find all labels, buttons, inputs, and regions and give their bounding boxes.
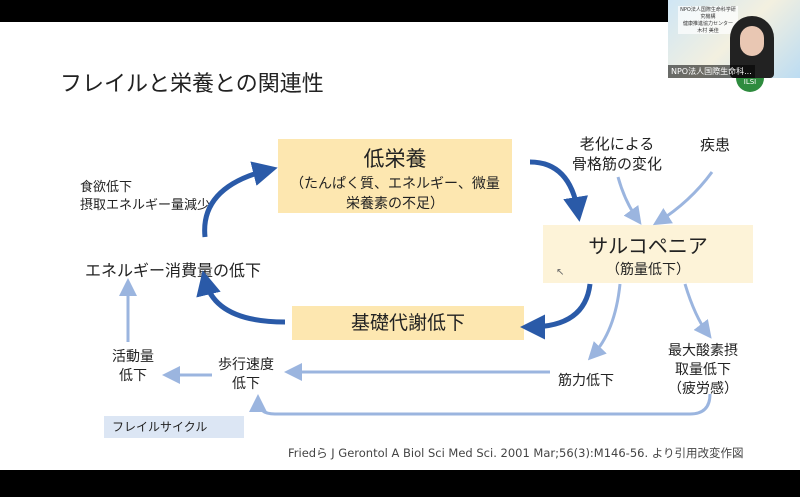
- activity-label: 活動量 低下: [112, 348, 154, 386]
- ilsi-logo: ILSI: [736, 78, 764, 92]
- participant-video[interactable]: NPO法人国際生命科学研究機構 健康推進協力センター 木村 美佳 NPO法人国際…: [668, 0, 800, 78]
- diagram-arrows: [119, 159, 714, 416]
- aging-line2: 骨格筋の変化: [572, 155, 663, 173]
- participant-name: NPO法人国際生命科...: [668, 65, 755, 78]
- activity-line1: 活動量: [112, 349, 154, 365]
- arrow-malnutrition-sarcopenia: [529, 159, 588, 222]
- vo2-line1: 最大酸素摂: [668, 343, 738, 359]
- walking-label: 歩行速度 低下: [218, 356, 274, 394]
- walking-line2: 低下: [232, 376, 260, 392]
- frailty-cycle-label: フレイルサイクル: [104, 416, 244, 438]
- appetite-line2: 摂取エネルギー量減少: [80, 198, 211, 213]
- appetite-label: 食欲低下 摂取エネルギー量減少: [80, 179, 210, 215]
- video-banner: NPO法人国際生命科学研究機構 健康推進協力センター 木村 美佳: [678, 6, 738, 34]
- arrow-sarcopenia-vo2: [683, 283, 712, 339]
- malnutrition-title: 低栄養: [363, 147, 427, 171]
- arrow-energy-malnutrition: [202, 161, 278, 238]
- banner-line2: 健康推進協力センター: [682, 21, 733, 27]
- sarcopenia-box: サルコペニア （筋量低下）: [543, 225, 753, 283]
- mouse-cursor: ↖: [556, 267, 565, 278]
- slide-title: フレイルと栄養との関連性: [60, 72, 324, 97]
- vo2-line3: （疲労感）: [668, 381, 738, 397]
- aging-label: 老化による 骨格筋の変化: [572, 134, 662, 174]
- arrow-sarcopenia-basal: [520, 283, 593, 340]
- aging-line1: 老化による: [579, 135, 655, 153]
- citation: Friedら J Gerontol A Biol Sci Med Sci. 20…: [288, 446, 744, 460]
- walking-line1: 歩行速度: [218, 357, 274, 373]
- strength-label: 筋力低下: [558, 373, 614, 389]
- malnutrition-line1: （たんぱく質、エネルギー、微量: [290, 176, 500, 192]
- basal-metabolism-box: 基礎代謝低下: [292, 306, 524, 340]
- malnutrition-box: 低栄養 （たんぱく質、エネルギー、微量 栄養素の不足）: [278, 139, 512, 213]
- sarcopenia-sub: （筋量低下）: [606, 262, 690, 278]
- arrow-vo2-walking: [249, 393, 712, 416]
- vo2-label: 最大酸素摂 取量低下 （疲労感）: [668, 342, 738, 399]
- disease-label: 疾患: [700, 136, 731, 154]
- arrow-sarcopenia-strength: [587, 283, 622, 361]
- arrow-aging-sarcopenia: [616, 176, 642, 225]
- appetite-line1: 食欲低下: [80, 180, 133, 195]
- presentation-slide: フレイルと栄養との関連性 低栄養 （たんぱく質、エネルギー、微量 栄養素の不足）…: [0, 22, 800, 470]
- participant-face: [740, 26, 764, 56]
- malnutrition-line2: 栄養素の不足）: [346, 196, 444, 212]
- arrow-disease-sarcopenia: [652, 171, 714, 226]
- banner-line1: NPO法人国際生命科学研究機構: [680, 7, 736, 20]
- activity-line2: 低下: [119, 368, 147, 384]
- arrow-basal-energy: [196, 270, 286, 325]
- sarcopenia-title: サルコペニア: [588, 234, 708, 258]
- banner-name: 木村 美佳: [697, 28, 719, 34]
- vo2-line2: 取量低下: [675, 362, 731, 378]
